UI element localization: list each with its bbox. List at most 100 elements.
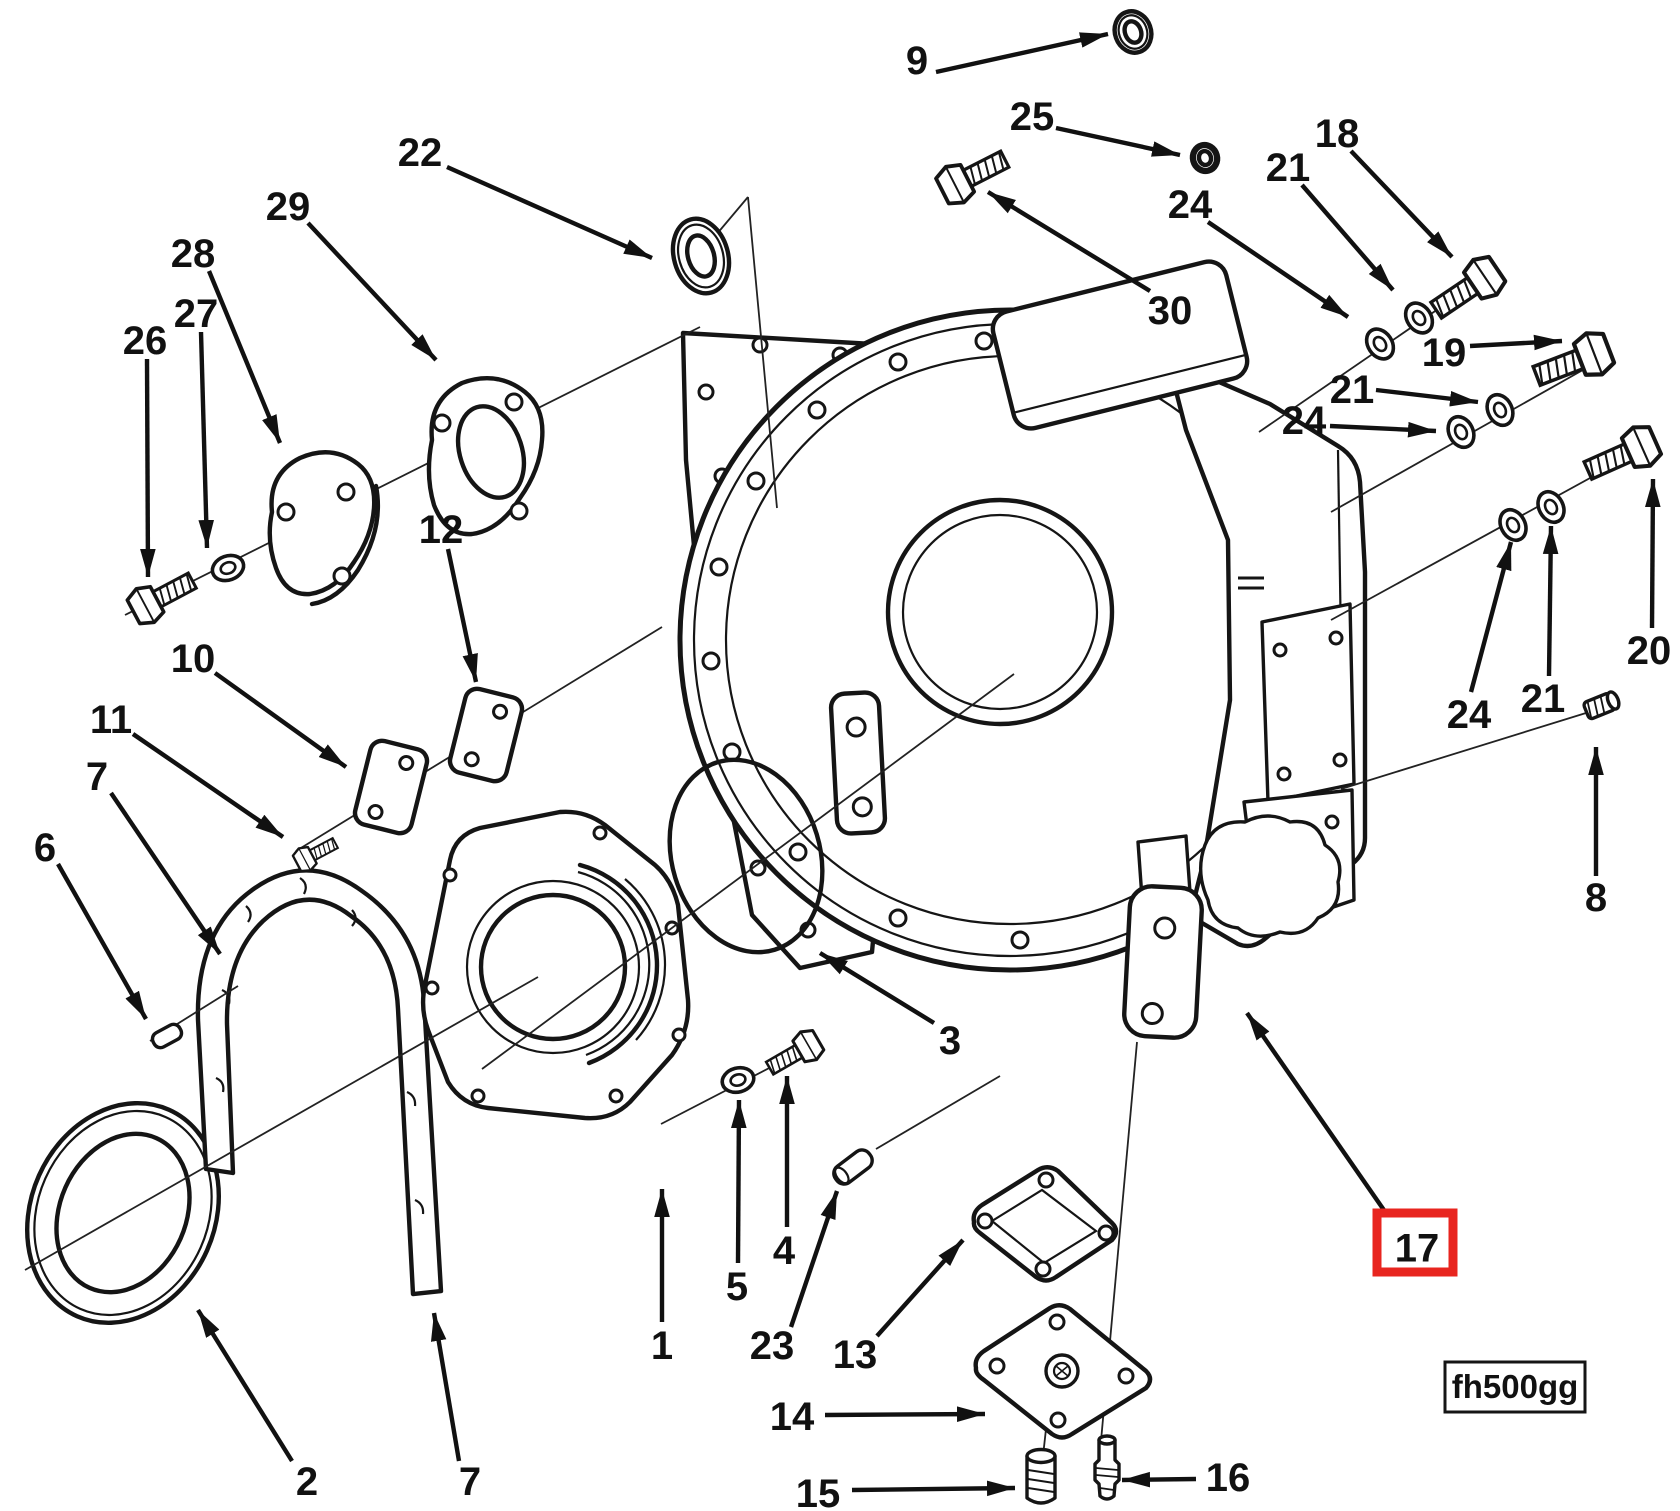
part-26-bolt <box>122 562 203 631</box>
housing-top-pad <box>990 259 1250 431</box>
callout-26: 26 <box>123 319 168 578</box>
callout-27: 27 <box>174 292 219 549</box>
callout-15: 15 <box>796 1472 1016 1511</box>
callout-9: 9 <box>906 31 1109 83</box>
figure-code-label: fh500gg <box>1452 1368 1579 1405</box>
part-14-cover-plate <box>973 1303 1153 1440</box>
callout-11: 11 <box>90 698 285 839</box>
callout-number: 5 <box>726 1265 748 1309</box>
callout-number: 9 <box>906 39 928 83</box>
callout-30: 30 <box>986 190 1193 333</box>
part-17-flywheel-housing <box>677 259 1368 1040</box>
part-1-seal-retainer-plate <box>420 809 691 1121</box>
callout-arrow <box>198 331 215 549</box>
callout-number: 30 <box>1148 289 1193 333</box>
part-25-seal-washer <box>1189 141 1221 175</box>
callout-23: 23 <box>750 1190 840 1368</box>
callout-number: 24 <box>1282 399 1327 443</box>
callout-arrow <box>935 31 1109 75</box>
part-24-washer-c <box>1493 503 1533 547</box>
part-7-housing-gasket <box>195 868 444 1297</box>
callout-number: 19 <box>1422 331 1467 375</box>
callout-arrow <box>131 732 285 839</box>
callout-arrow <box>1645 478 1661 629</box>
callout-arrow <box>445 548 479 683</box>
callout-number: 21 <box>1521 677 1566 721</box>
callout-arrow <box>430 1312 462 1462</box>
part-8-pipe-plug <box>1582 690 1621 721</box>
callout-arrow <box>1469 334 1563 351</box>
callout-number: 18 <box>1315 112 1360 156</box>
callout-number: 21 <box>1266 146 1311 190</box>
callout-22: 22 <box>398 131 653 261</box>
callout-29: 29 <box>266 185 438 362</box>
callout-arrow <box>851 1480 1016 1497</box>
callout-number: 27 <box>174 292 219 336</box>
callout-1: 1 <box>651 1189 673 1368</box>
callout-number: 28 <box>171 232 216 276</box>
part-10-cover-plate <box>352 738 430 836</box>
callout-arrow <box>206 270 283 444</box>
callout-number: 24 <box>1168 183 1213 227</box>
part-15-plug <box>1025 1447 1057 1505</box>
callout-number: 29 <box>266 185 311 229</box>
callout-number: 16 <box>1206 1456 1251 1500</box>
callout-arrow <box>1468 541 1514 693</box>
callout-number: 20 <box>1627 629 1672 673</box>
callout-number: 26 <box>123 319 168 363</box>
callout-number: 8 <box>1585 876 1607 920</box>
callout-arrow <box>56 862 148 1021</box>
callout-number: 21 <box>1330 368 1375 412</box>
callout-number: 7 <box>459 1460 481 1504</box>
callout-4: 4 <box>773 1076 796 1273</box>
callout-28: 28 <box>171 232 283 444</box>
callout-21: 21 <box>1266 146 1395 292</box>
callout-number: 25 <box>1010 95 1055 139</box>
callout-arrow <box>140 358 156 578</box>
callout-arrow <box>1329 421 1437 438</box>
callout-number: 1 <box>651 1324 673 1368</box>
callout-number: 23 <box>750 1324 795 1368</box>
callout-7: 7 <box>430 1312 481 1504</box>
callout-arrow <box>986 190 1152 293</box>
callout-number: 14 <box>770 1395 815 1439</box>
callout-arrow <box>213 671 348 769</box>
callout-13: 13 <box>833 1238 965 1377</box>
part-23-dowel-pin <box>832 1148 874 1186</box>
callout-arrow <box>1206 220 1350 319</box>
part-12-cover-plate <box>447 686 525 784</box>
part-13-gasket <box>971 1165 1119 1283</box>
housing-bottom-lug <box>1122 884 1204 1040</box>
figure-code-box: fh500gg <box>1443 1360 1587 1414</box>
part-19-bolt <box>1529 328 1617 397</box>
housing-left-bracket <box>828 690 888 836</box>
callout-10: 10 <box>171 637 348 769</box>
callout-8: 8 <box>1585 747 1607 920</box>
highlight-leader-arrow <box>1245 1011 1397 1228</box>
callout-6: 6 <box>34 826 148 1021</box>
callout-14: 14 <box>770 1395 986 1439</box>
highlight-box <box>1372 1208 1458 1277</box>
callout-24: 24 <box>1168 183 1350 319</box>
callout-number: 12 <box>419 508 464 552</box>
callout-arrow <box>788 1190 840 1328</box>
part-16-fitting <box>1093 1434 1121 1501</box>
callout-24: 24 <box>1282 399 1437 443</box>
callout-number: 6 <box>34 826 56 870</box>
callout-arrow <box>1055 125 1181 158</box>
callout-16: 16 <box>1121 1456 1251 1500</box>
callout-3: 3 <box>818 951 961 1063</box>
callout-number: 10 <box>171 637 216 681</box>
part-4-bolt <box>760 1024 828 1084</box>
callout-arrow <box>818 951 936 1025</box>
callout-arrow <box>196 1308 294 1463</box>
callout-5: 5 <box>726 1099 748 1309</box>
callout-arrow <box>1121 1471 1197 1488</box>
part-18-bolt <box>1422 249 1511 330</box>
part-3-oring <box>667 757 825 955</box>
callout-18: 18 <box>1315 112 1454 259</box>
callout-number: 2 <box>296 1460 318 1504</box>
callout-7: 7 <box>86 755 222 956</box>
